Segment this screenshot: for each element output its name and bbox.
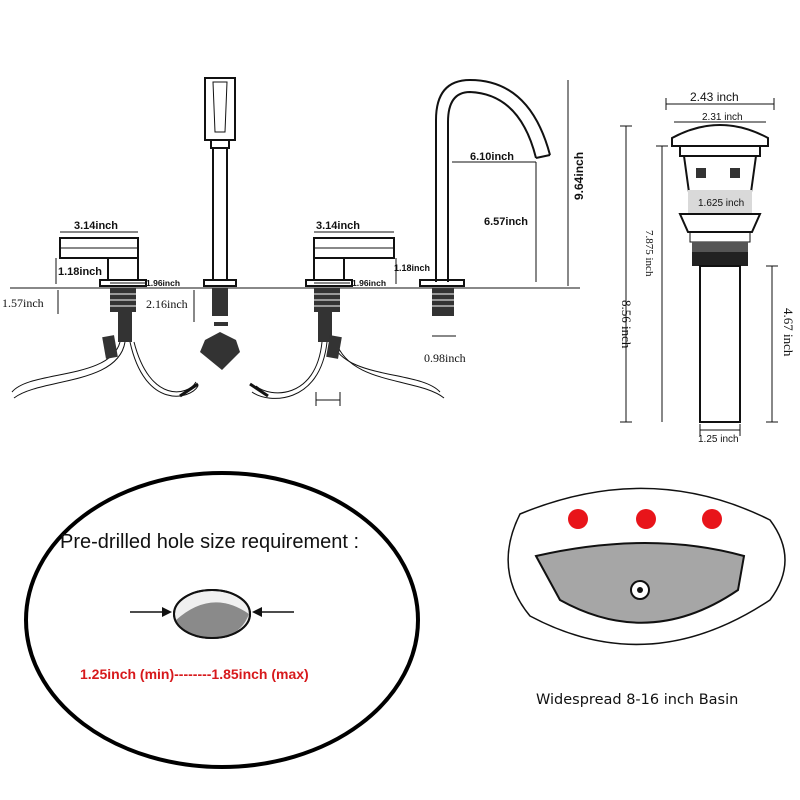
spray-wand [212, 147, 228, 281]
faucet-dimension-lines [55, 80, 569, 337]
spout [419, 78, 551, 316]
left-shank-label: 1.57inch [2, 296, 44, 310]
drain-body-width-label: 1.625 inch [698, 198, 744, 209]
faucet-drawing: 3.14inch 3.14inch 1.18inch 1.18inch 1.96… [2, 77, 586, 406]
drain-drawing: 2.43 inch 2.31 inch 1.625 inch 8.56 inch… [619, 90, 796, 445]
right-handle-base [305, 279, 353, 287]
drain-top-outer-label: 2.43 inch [690, 90, 739, 104]
left-base-label: 1.96inch [146, 278, 180, 288]
right-valve-nut [318, 312, 332, 342]
hole-size-frame [24, 471, 420, 769]
spray-head [204, 77, 236, 141]
spray-shank [212, 288, 228, 316]
spout-neck-outer [435, 78, 551, 282]
right-handle-height-label: 1.18inch [394, 263, 430, 273]
spout-clearance-label: 6.57inch [484, 216, 528, 228]
right-base-label: 1.96inch [352, 278, 386, 288]
drain-tail-pipe [699, 265, 741, 423]
drain-gasket [688, 190, 752, 214]
supply-hoses [11, 335, 445, 406]
left-handle-height-label: 1.18inch [58, 266, 102, 278]
spray-tee-fitting [200, 332, 240, 370]
basin-center-hole-dot [636, 509, 656, 529]
hole-size-range: 1.25inch (min)--------1.85inch (max) [80, 666, 309, 682]
spray-shank-label: 2.16inch [146, 297, 188, 311]
basin-right-hole-dot [702, 509, 722, 529]
right-handle-width-label: 3.14inch [316, 220, 360, 232]
drain-cap [671, 124, 769, 147]
drain-tail-height-label: 4.67 inch [781, 308, 796, 357]
left-valve-nut [118, 312, 132, 342]
hole-depth-shading [176, 602, 249, 638]
right-handle-body [313, 257, 345, 281]
spout-neck-inner [447, 90, 537, 282]
right-handle [305, 237, 395, 342]
hand-spray [200, 77, 240, 370]
drain-tail-width-label: 1.25 inch [698, 434, 739, 445]
spout-height-label: 9.64inch [572, 152, 586, 200]
basin-panel: Widespread 8-16 inch Basin [507, 487, 786, 708]
left-handle [59, 237, 147, 342]
spout-reach-label: 6.10inch [470, 151, 514, 163]
left-handle-body [107, 257, 139, 281]
drain-inner-height-label: 7.875 inch [643, 230, 655, 277]
drain-overall-height-label: 8.56 inch [619, 300, 634, 349]
drain-nut [692, 252, 748, 266]
hole-size-panel: Pre-drilled hole size requirement : 1.25… [24, 471, 420, 769]
spout-base [419, 279, 465, 287]
drain-top-inner-label: 2.31 inch [702, 112, 743, 123]
basin-caption: Widespread 8-16 inch Basin [536, 692, 738, 708]
left-handle-width-label: 3.14inch [74, 220, 118, 232]
spout-shank-label: 0.98inch [424, 351, 466, 365]
hole-size-title: Pre-drilled hole size requirement : [60, 531, 359, 553]
spout-shank [432, 288, 454, 316]
basin-left-hole-dot [568, 509, 588, 529]
